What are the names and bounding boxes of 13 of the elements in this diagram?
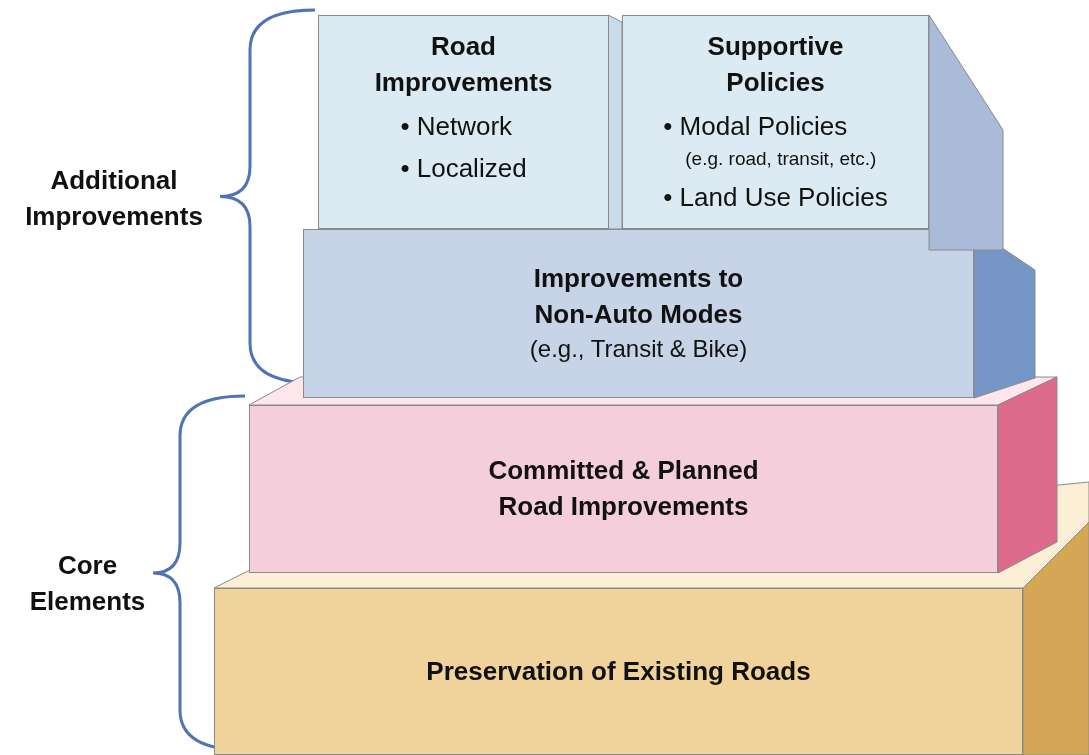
- block-heading: Preservation of Existing Roads: [426, 654, 811, 688]
- block-subtitle: (e.g., Transit & Bike): [529, 334, 748, 365]
- bullet-note: (e.g. road, transit, etc.): [685, 147, 877, 171]
- group-label: Core Elements: [28, 549, 147, 618]
- bullet-item: • Modal Policies: [663, 110, 848, 144]
- bullet-item: • Land Use Policies: [663, 180, 888, 214]
- bullet-item: • Network: [400, 110, 513, 144]
- block-heading: Committed & Planned Road Improvements: [487, 454, 760, 523]
- bullet-item: • Localized: [400, 151, 527, 185]
- group-label: Additional Improvements: [24, 164, 204, 233]
- block-heading: Supportive Policies: [706, 30, 845, 99]
- block-heading: Improvements to Non-Auto Modes: [532, 262, 745, 331]
- block-heading: Road Improvements: [373, 30, 554, 99]
